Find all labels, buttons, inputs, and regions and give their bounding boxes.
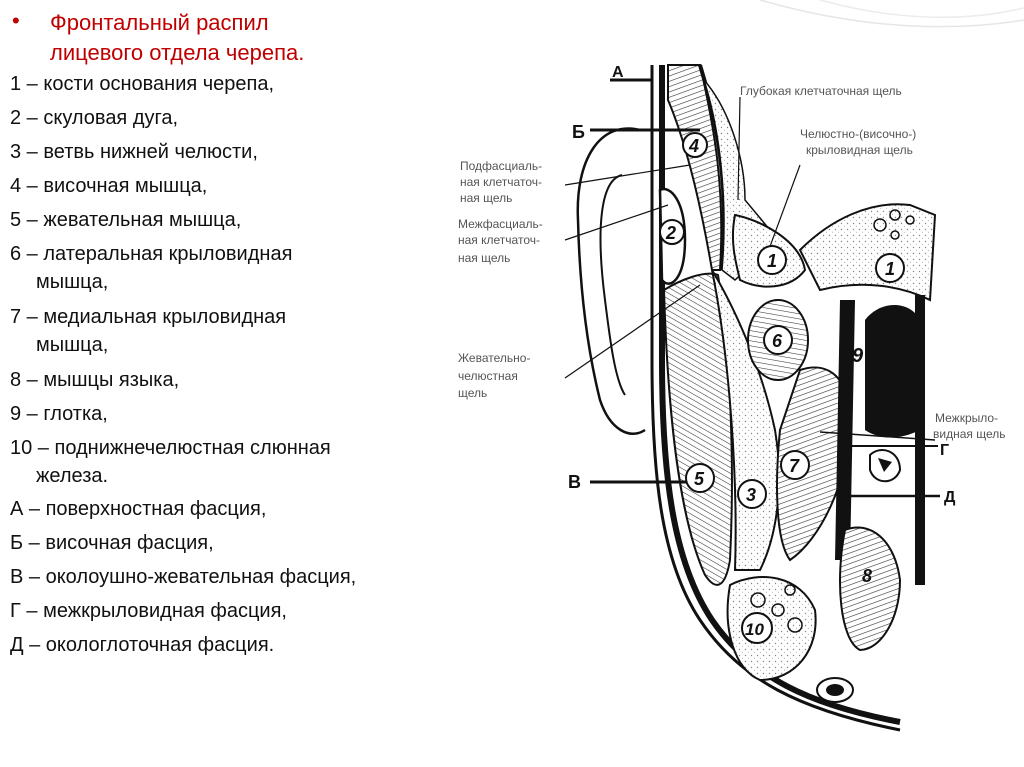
legend-item: 4 – височная мышца,	[10, 172, 207, 200]
auricle-inner	[599, 174, 626, 396]
legend-item: 10 – поднижнечелюстная слюнная железа.	[10, 434, 331, 490]
structure-number: 4	[682, 132, 708, 158]
masseter-muscle	[662, 272, 733, 586]
legend-item: Г – межкрыловидная фасция,	[10, 597, 287, 625]
slide-title: Фронтальный распил лицевого отдела череп…	[50, 8, 440, 68]
structure-number: 7	[780, 450, 810, 480]
svg-text:4: 4	[688, 136, 699, 156]
svg-text:6: 6	[772, 331, 783, 351]
small-structure-dark	[878, 458, 892, 472]
fascia-letter-a: А	[612, 64, 624, 81]
label-subfascial-2: ная клетчаточ-	[460, 175, 542, 189]
label-pterygoid-space-2: крыловидная щель	[806, 143, 913, 157]
structure-number: 1	[875, 253, 905, 283]
legend-text: 10 – поднижнечелюстная слюнная	[10, 437, 331, 459]
structure-number: 6	[763, 325, 793, 355]
label-interpterygoid-1: Межкрыло-	[935, 411, 998, 425]
title-bullet: •	[12, 8, 20, 33]
legend-item: 7 – медиальная крыловидная мышца,	[10, 303, 286, 359]
leader-line	[564, 284, 701, 379]
legend-text: 5 – жевательная мышца,	[10, 209, 242, 231]
legend-item: В – околоушно-жевательная фасция,	[10, 563, 356, 591]
legend-text: В – околоушно-жевательная фасция,	[10, 566, 357, 588]
label-subfascial-3: ная щель	[460, 191, 512, 205]
legend-text: А – поверхностная фасция,	[10, 498, 267, 520]
fascia-letter-d: Д	[944, 489, 956, 506]
legend-item: 1 – кости основания черепа,	[10, 70, 274, 98]
label-masseter-space-1: Жевательно-	[458, 351, 530, 365]
auricle	[576, 127, 646, 435]
svg-text:2: 2	[665, 223, 676, 243]
legend-text: 9 – глотка,	[10, 403, 108, 425]
fascia-letter-b: Б	[572, 122, 585, 142]
label-masseter-space-3: щель	[458, 386, 487, 400]
legend-text: Д – окологлоточная фасция.	[10, 634, 275, 656]
temporal-muscle	[667, 64, 723, 271]
leader-line	[564, 204, 669, 241]
leader-line	[564, 164, 691, 186]
legend-item: 9 – глотка,	[10, 400, 108, 428]
legend-item: А – поверхностная фасция,	[10, 495, 266, 523]
svg-text:5: 5	[694, 469, 705, 489]
structure-number: 10	[741, 612, 773, 644]
legend-item: 3 – ветвь нижней челюсти,	[10, 138, 258, 166]
structure-number: 1	[757, 245, 787, 275]
leader-line	[764, 164, 801, 261]
legend-text: Г – межкрыловидная фасция,	[10, 600, 287, 622]
svg-text:10: 10	[745, 620, 764, 639]
skin-contour	[650, 65, 901, 732]
svg-text:1: 1	[885, 259, 895, 279]
title-line-2: лицевого отдела черепа.	[50, 40, 305, 65]
structure-number: 5	[685, 463, 715, 493]
anatomy-figure: А Б В Г Д 4 2 1 1 6 9 7	[458, 64, 1005, 732]
legend-item: Б – височная фасция,	[10, 529, 214, 557]
structure-number: 9	[852, 345, 864, 367]
label-pterygoid-space-1: Челюстно-(височно-)	[800, 127, 916, 141]
legend-item: 5 – жевательная мышца,	[10, 206, 241, 234]
decorative-arcs	[759, 0, 1024, 28]
svg-text:8: 8	[862, 566, 872, 586]
legend-text-cont: мышца,	[36, 334, 109, 356]
svg-text:3: 3	[746, 485, 756, 505]
leader-line	[819, 431, 936, 441]
tongue-muscles	[839, 526, 902, 652]
legend-text: 4 – височная мышца,	[10, 175, 208, 197]
leader-line	[737, 96, 741, 201]
pharynx-cavity	[865, 305, 920, 438]
legend-text-cont: железа.	[36, 465, 109, 487]
legend-text: Б – височная фасция,	[10, 532, 214, 554]
legend-item: 2 – скуловая дуга,	[10, 104, 178, 132]
label-interfascial-3: ная щель	[458, 251, 510, 265]
legend-text: 2 – скуловая дуга,	[10, 107, 179, 129]
structure-number: 3	[737, 479, 767, 509]
label-subfascial-1: Подфасциаль-	[460, 159, 542, 173]
legend-item: 6 – латеральная крыловидная мышца,	[10, 240, 292, 296]
fascia-letter-g: Г	[940, 442, 949, 459]
label-interfascial-2: ная клетчаточ-	[458, 233, 540, 247]
label-deep-space: Глубокая клетчаточная щель	[740, 84, 902, 98]
legend-item: 8 – мышцы языка,	[10, 366, 179, 394]
label-interpterygoid-2: видная щель	[933, 427, 1005, 441]
legend-text: 8 – мышцы языка,	[10, 369, 180, 391]
superficial-fascia	[659, 65, 901, 725]
legend-text: 3 – ветвь нижней челюсти,	[10, 141, 258, 163]
legend-text: 1 – кости основания черепа,	[10, 73, 275, 95]
svg-text:7: 7	[789, 456, 800, 476]
legend-text: 6 – латеральная крыловидная	[10, 243, 293, 265]
structure-number: 2	[659, 219, 685, 245]
legend-item: Д – окологлоточная фасция.	[10, 631, 274, 659]
pharynx-wall	[835, 300, 855, 560]
label-interfascial-1: Межфасциаль-	[458, 217, 543, 231]
legend-text: 7 – медиальная крыловидная	[10, 306, 287, 328]
legend-text-cont: мышца,	[36, 271, 109, 293]
structure-number: 8	[862, 566, 872, 586]
svg-text:1: 1	[767, 251, 777, 271]
svg-text:9: 9	[852, 345, 864, 367]
title-line-1: Фронтальный распил	[50, 10, 269, 35]
fascia-letter-v: В	[568, 472, 581, 492]
label-masseter-space-2: челюстная	[458, 369, 518, 383]
skull-base-right	[798, 203, 937, 302]
